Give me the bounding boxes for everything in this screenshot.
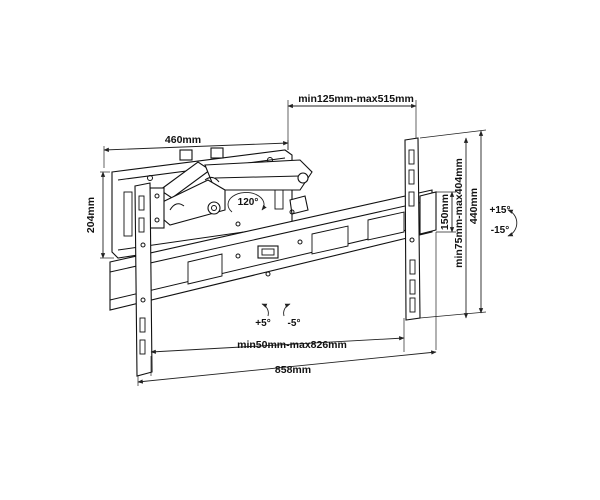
arm-extension-label: min125mm-max515mm (298, 93, 414, 105)
dimension-lines (100, 100, 487, 386)
wall-plate-height-label: 204mm (85, 197, 97, 233)
tilt-down-label: -15° (491, 225, 509, 236)
slot-spacing-label: 150mm (439, 194, 451, 230)
level-plus-label: +5° (255, 318, 270, 329)
bracket-height-label: 440mm (468, 188, 480, 224)
vesa-vertical-label: min75mm-max404mm (453, 158, 465, 268)
level-minus-label: -5° (288, 318, 301, 329)
angle-arrows (227, 192, 518, 317)
tilt-up-label: +15° (490, 205, 511, 216)
swivel-angle-label: 120° (238, 197, 259, 208)
swing-arms (149, 147, 313, 229)
arm-width-label: 460mm (165, 134, 201, 146)
tv-bracket (109, 137, 437, 377)
vesa-horizontal-label: min50mm-max826mm (237, 339, 347, 351)
overall-width-label: 858mm (275, 364, 311, 376)
